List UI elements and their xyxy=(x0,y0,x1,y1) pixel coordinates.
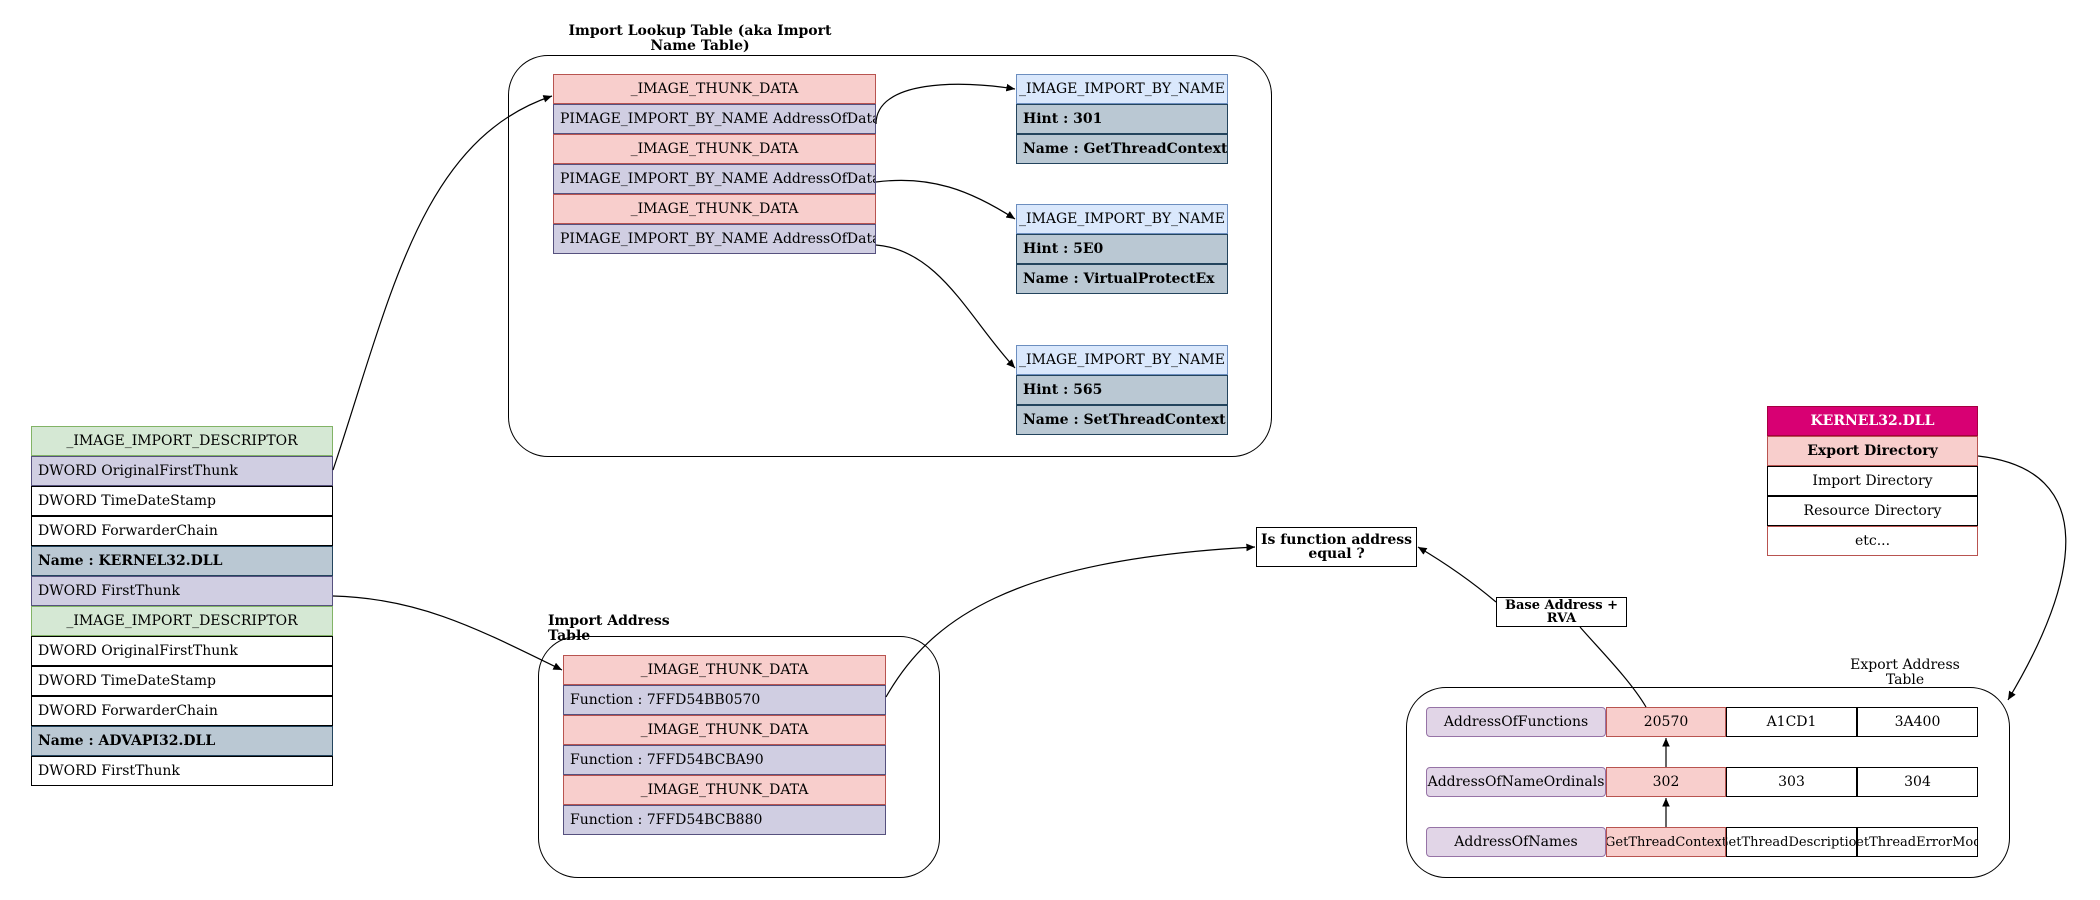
iat-function-1: Function : 7FFD54BB0570 xyxy=(563,685,886,715)
function-address-equal-question: Is function address equal ? xyxy=(1256,527,1417,567)
iat-thunk-3: _IMAGE_THUNK_DATA xyxy=(563,775,886,805)
eat-title: Export Address Table xyxy=(1840,658,1970,688)
arrow-oft-to-ilt xyxy=(332,95,553,471)
arrow-ilt2-to-ibn2 xyxy=(875,179,1016,220)
eat-name-0: GetThreadContext xyxy=(1606,827,1726,857)
arrow-ilt1-to-ibn1 xyxy=(875,83,1016,125)
import-address-table-group xyxy=(538,636,940,878)
eat-function-1: A1CD1 xyxy=(1726,707,1857,737)
iat-title: Import Address Table xyxy=(548,613,670,644)
ilt-thunk-3: _IMAGE_THUNK_DATA xyxy=(553,194,876,224)
forwarder-chain-1: DWORD ForwarderChain xyxy=(31,516,333,546)
iat-function-2: Function : 7FFD54BCBA90 xyxy=(563,745,886,775)
arrow-export-to-eat xyxy=(1977,455,2067,701)
eat-ordinal-0: 302 xyxy=(1606,767,1726,797)
import-by-name-header-2: _IMAGE_IMPORT_BY_NAME xyxy=(1016,204,1228,234)
address-of-name-ordinals-label: AddressOfNameOrdinals xyxy=(1426,767,1606,797)
import-by-name-header-3: _IMAGE_IMPORT_BY_NAME xyxy=(1016,345,1228,375)
address-of-names-label: AddressOfNames xyxy=(1426,827,1606,857)
eat-name-1: GetThreadDescription xyxy=(1726,827,1857,857)
question-line1: Is function address xyxy=(1260,532,1413,548)
original-first-thunk-2: DWORD OriginalFirstThunk xyxy=(31,636,333,666)
first-thunk-1: DWORD FirstThunk xyxy=(31,576,333,606)
iat-thunk-2: _IMAGE_THUNK_DATA xyxy=(563,715,886,745)
eat-function-2: 3A400 xyxy=(1857,707,1978,737)
dll-name-1: Name : KERNEL32.DLL xyxy=(31,546,333,576)
eat-ordinal-2: 304 xyxy=(1857,767,1978,797)
arrow-ilt3-to-ibn3 xyxy=(875,244,1016,369)
eat-title-line1: Export Address xyxy=(1850,657,1960,673)
line-function-to-base xyxy=(1579,626,1647,708)
import-by-name-hint-1: Hint : 301 xyxy=(1016,104,1228,134)
kernel32-title: KERNEL32.DLL xyxy=(1767,406,1978,436)
forwarder-chain-2: DWORD ForwarderChain xyxy=(31,696,333,726)
arrow-ft-to-iat xyxy=(332,595,563,671)
import-by-name-name-2: Name : VirtualProtectEx xyxy=(1016,264,1228,294)
eat-ordinal-1: 303 xyxy=(1726,767,1857,797)
iat-thunk-1: _IMAGE_THUNK_DATA xyxy=(563,655,886,685)
eat-name-2: GetThreadErrorMode xyxy=(1857,827,1978,857)
ilt-thunk-1: _IMAGE_THUNK_DATA xyxy=(553,74,876,104)
kernel32-etc: etc... xyxy=(1767,526,1978,556)
arrow-base-to-question xyxy=(1417,546,1497,603)
base-address-plus-rva: Base Address + RVA xyxy=(1496,597,1627,627)
ilt-address-of-data-3: PIMAGE_IMPORT_BY_NAME AddressOfData xyxy=(553,224,876,254)
import-descriptor-header-1: _IMAGE_IMPORT_DESCRIPTOR xyxy=(31,426,333,456)
eat-function-0: 20570 xyxy=(1606,707,1726,737)
import-lookup-table-group xyxy=(508,55,1272,457)
ilt-address-of-data-1: PIMAGE_IMPORT_BY_NAME AddressOfData xyxy=(553,104,876,134)
import-by-name-hint-2: Hint : 5E0 xyxy=(1016,234,1228,264)
arrow-iat-to-question xyxy=(885,543,1256,698)
base-line1: Base Address + xyxy=(1505,598,1618,613)
export-address-table-group xyxy=(1406,687,2010,878)
question-line2: equal ? xyxy=(1308,546,1365,562)
import-descriptor-header-2: _IMAGE_IMPORT_DESCRIPTOR xyxy=(31,606,333,636)
time-date-stamp-2: DWORD TimeDateStamp xyxy=(31,666,333,696)
ilt-title: Import Lookup Table (aka Import Name Tab… xyxy=(560,24,840,54)
import-by-name-hint-3: Hint : 565 xyxy=(1016,375,1228,405)
original-first-thunk-1: DWORD OriginalFirstThunk xyxy=(31,456,333,486)
ilt-thunk-2: _IMAGE_THUNK_DATA xyxy=(553,134,876,164)
ilt-title-line1: Import Lookup Table (aka Import xyxy=(568,23,832,39)
time-date-stamp-1: DWORD TimeDateStamp xyxy=(31,486,333,516)
kernel32-export-directory: Export Directory xyxy=(1767,436,1978,466)
address-of-functions-label: AddressOfFunctions xyxy=(1426,707,1606,737)
kernel32-import-directory: Import Directory xyxy=(1767,466,1978,496)
import-by-name-name-3: Name : SetThreadContext xyxy=(1016,405,1228,435)
ilt-address-of-data-2: PIMAGE_IMPORT_BY_NAME AddressOfData xyxy=(553,164,876,194)
ilt-title-line2: Name Table) xyxy=(650,38,750,54)
dll-name-2: Name : ADVAPI32.DLL xyxy=(31,726,333,756)
kernel32-resource-directory: Resource Directory xyxy=(1767,496,1978,526)
first-thunk-2: DWORD FirstThunk xyxy=(31,756,333,786)
base-line2: RVA xyxy=(1546,611,1577,626)
eat-title-line2: Table xyxy=(1885,672,1925,688)
import-by-name-name-1: Name : GetThreadContext xyxy=(1016,134,1228,164)
iat-function-3: Function : 7FFD54BCB880 xyxy=(563,805,886,835)
import-by-name-header-1: _IMAGE_IMPORT_BY_NAME xyxy=(1016,74,1228,104)
